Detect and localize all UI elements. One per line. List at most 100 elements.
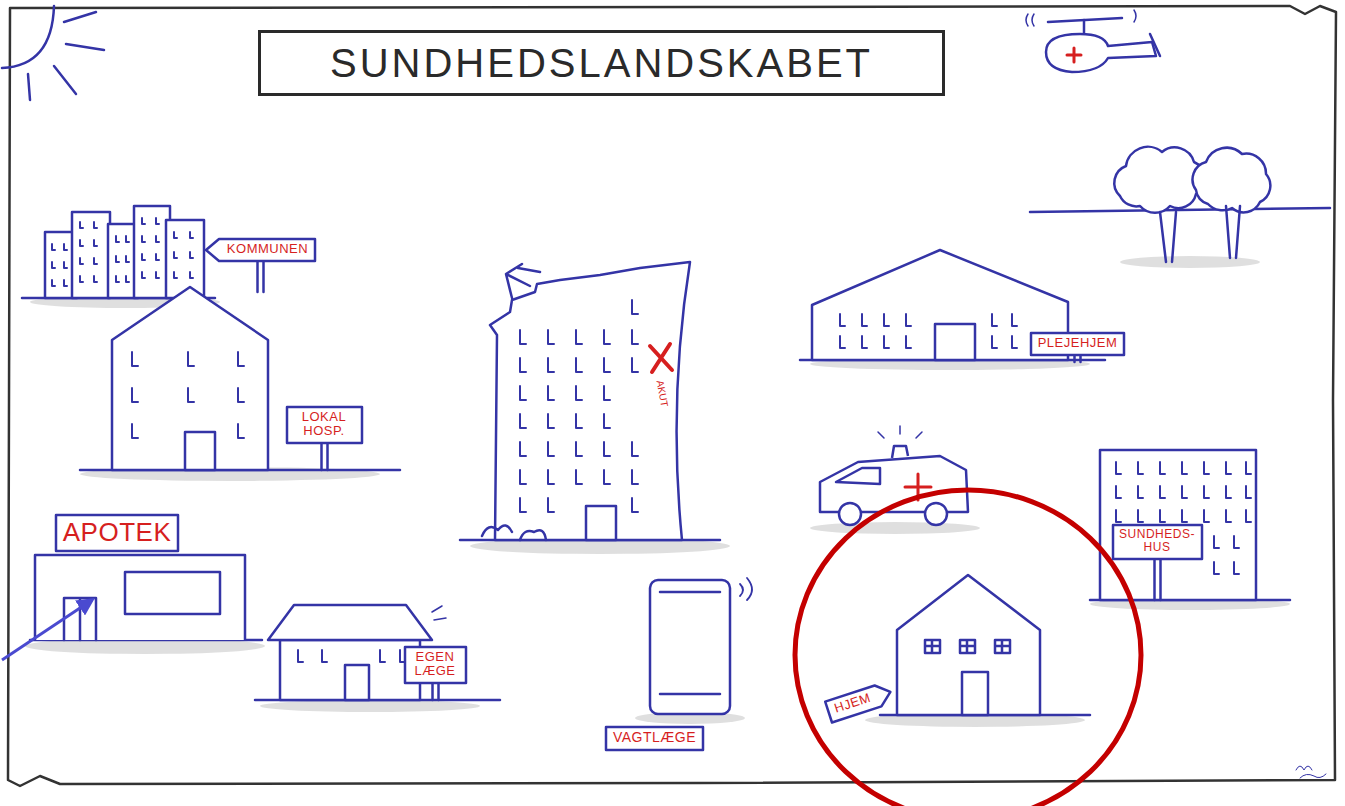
- sign-board: EGEN LÆGE: [404, 646, 467, 684]
- pointer-arrow: [2, 600, 92, 660]
- window-mark: [884, 314, 889, 326]
- window-mark: [548, 358, 554, 372]
- window-mark: [548, 386, 554, 400]
- window-mark: [862, 314, 867, 326]
- sign-post: [1075, 356, 1081, 362]
- window-mark: [632, 442, 638, 456]
- home-house: [865, 575, 1090, 727]
- window-mark: [632, 358, 638, 372]
- municipality-buildings: [166, 220, 204, 298]
- window-mark: [52, 244, 67, 286]
- ambulance: [839, 503, 861, 525]
- highlight-circle: [795, 490, 1141, 806]
- window-mark: [840, 336, 845, 348]
- sun: [28, 74, 30, 100]
- window-mark: [1234, 562, 1239, 574]
- window-mark: [116, 236, 129, 282]
- helicopter: [1083, 20, 1086, 34]
- window-mark: [520, 358, 526, 372]
- window-mark: [1160, 462, 1165, 474]
- local-hospital-building: [185, 432, 215, 470]
- window-mark: [1246, 462, 1251, 474]
- emergency-hospital-building: [586, 506, 616, 540]
- sign-board: KOMMUNEN: [205, 238, 316, 262]
- sign-outline: [287, 407, 362, 443]
- pharmacy-building: [25, 555, 265, 654]
- trees: [1193, 148, 1271, 213]
- window-mark: [238, 424, 244, 438]
- window-mark: [632, 330, 638, 344]
- pharmacy-building: [35, 555, 245, 640]
- window-mark: [1226, 462, 1231, 474]
- window-mark: [576, 330, 582, 344]
- window-mark: [174, 232, 193, 278]
- window-mark: [520, 386, 526, 400]
- window-mark: [520, 330, 526, 344]
- sign-outline: [825, 681, 894, 722]
- window-mark: [632, 300, 638, 314]
- sign-text: APOTEK: [62, 518, 172, 547]
- window-mark: [1246, 510, 1251, 522]
- general-practitioner-building: [345, 665, 369, 700]
- window-mark: [840, 314, 1017, 348]
- emergency-hospital-building: [482, 525, 546, 540]
- sign-board: LOKAL HOSP.: [286, 406, 363, 444]
- window-mark: [64, 262, 67, 268]
- window-mark: [1116, 462, 1251, 522]
- window-mark: [1246, 486, 1251, 498]
- window-mark: [298, 650, 303, 662]
- ambulance: [810, 522, 980, 534]
- nursing-home-building: [935, 324, 975, 360]
- general-practitioner-building: [280, 640, 420, 700]
- window-mark: [190, 232, 193, 238]
- pharmacy-building: [25, 638, 265, 654]
- sign-post: [258, 262, 264, 292]
- home-house: [897, 575, 1040, 715]
- window-mark: [604, 358, 610, 372]
- window-mark: [132, 424, 138, 438]
- window-mark: [1204, 462, 1209, 474]
- municipality-buildings: [134, 206, 170, 298]
- window-mark: [132, 352, 244, 438]
- sketch-frame: [8, 6, 1336, 786]
- window-mark: [1160, 510, 1165, 522]
- window-mark: [1012, 336, 1017, 348]
- window-mark: [576, 442, 582, 456]
- window-mark: [520, 414, 526, 428]
- window-mark: [1234, 536, 1239, 548]
- window-mark: [94, 276, 97, 282]
- window-mark: [298, 650, 405, 662]
- window-mark: [80, 258, 83, 264]
- sun: [64, 12, 96, 22]
- window-mark: [126, 236, 129, 242]
- pointer-arrow: [2, 600, 92, 660]
- window-mark: [1116, 486, 1121, 498]
- window-mark: [1214, 536, 1239, 574]
- helicopter: [1026, 10, 1160, 72]
- local-hospital-building: [80, 287, 400, 481]
- window-mark: [548, 498, 554, 512]
- window-mark: [862, 336, 867, 348]
- window-mark: [142, 236, 145, 242]
- window-mark: [156, 218, 159, 224]
- window-mark: [1226, 486, 1231, 498]
- phone: [660, 592, 720, 694]
- window-mark: [604, 442, 610, 456]
- window-mark: [576, 414, 582, 428]
- home-house: [962, 672, 988, 715]
- window-mark: [548, 330, 554, 344]
- window-mark: [1182, 486, 1187, 498]
- general-practitioner-building: [255, 605, 500, 712]
- general-practitioner-building: [432, 606, 446, 620]
- trees: [1030, 147, 1330, 268]
- window-mark: [1160, 486, 1165, 498]
- window-mark: [238, 388, 244, 402]
- sign-post: [433, 684, 439, 700]
- title-frame: SUNDHEDSLANDSKABET: [258, 30, 945, 96]
- highlight-circle: [795, 490, 1141, 806]
- window-mark: [52, 244, 55, 250]
- signature: [1296, 766, 1326, 778]
- window-mark: [1116, 510, 1121, 522]
- window-mark: [520, 498, 526, 512]
- sketch-frame: [8, 6, 1336, 786]
